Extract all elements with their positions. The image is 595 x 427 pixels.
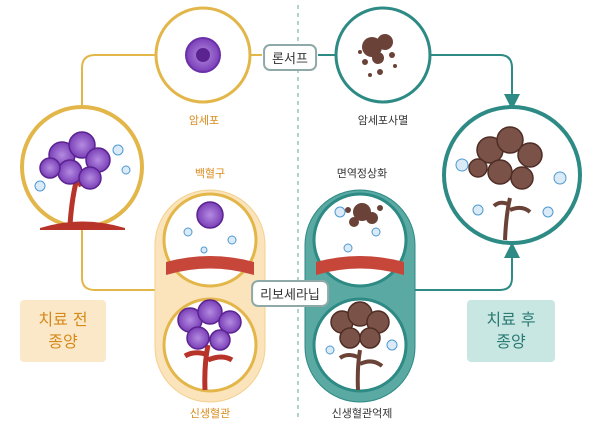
connector-bottom-right [330,242,520,291]
label-immune-normalization: 면역정상화 [336,167,388,180]
drug-label-ramucirumab: 리보세라닙 [251,280,329,307]
tumor-before-line2: 종양 [48,332,78,351]
label-cancer-cell: 암세포 [188,114,220,127]
connector-bottom-left [81,225,250,291]
tumor-before-line1: 치료 전 [38,310,88,329]
tumor-after-line1: 치료 후 [486,310,536,329]
tumor-before-box: 치료 전 종양 [20,300,106,362]
label-white-blood-cell: 백혈구 [194,167,226,180]
connector-top-left [81,54,155,105]
label-angiogenesis-inhibition: 신생혈관억제 [331,407,393,420]
tumor-after-box: 치료 후 종양 [467,300,555,362]
connector-top-right [425,54,520,110]
label-angiogenesis: 신생혈관 [189,407,231,420]
tumor-after-line2: 종양 [496,332,526,351]
drug-label-lonsurf: 론서프 [263,44,317,71]
label-cancer-cell-death: 암세포사멸 [357,114,409,127]
